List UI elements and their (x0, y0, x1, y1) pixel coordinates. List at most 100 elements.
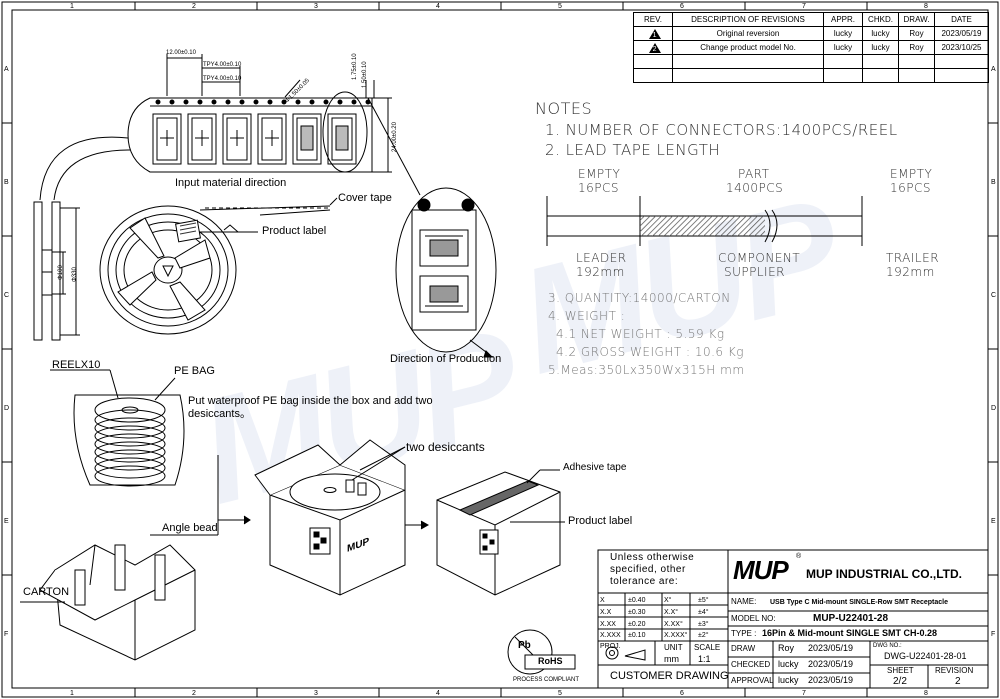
component-label: COMPONENT (718, 251, 801, 265)
rev-number: 1 (652, 31, 657, 39)
carton-sealed (436, 469, 565, 596)
tolerance-note-line3: tolerance are: (610, 576, 679, 587)
grid-col-label: 4 (436, 3, 440, 10)
approval-date: 2023/05/19 (808, 675, 854, 685)
tol-angle-value: ±3° (698, 621, 709, 628)
revision-table: REV. DESCRIPTION OF REVISIONS APPR. CHKD… (633, 12, 989, 83)
dim-24: 24.00±0.20 (392, 122, 398, 152)
tol-x-label: X.X (600, 609, 612, 616)
tol-x-value: ±0.40 (628, 597, 646, 604)
note-line-4-2: 4.2 GROSS WEIGHT : 10.6 Kg (556, 345, 744, 359)
name-label: NAME: (731, 597, 757, 606)
grid-row-label: A (4, 66, 9, 73)
direction-of-production-label: Direction of Production (390, 353, 502, 365)
dim-reel: Φ330 (72, 267, 78, 282)
rohs-badge (507, 629, 576, 675)
supplier-label: SUPPLIER (724, 265, 786, 279)
grid-col-label: 1 (70, 690, 74, 697)
tolerance-note-line2: specified, other (610, 564, 686, 575)
grid-col-label: 1 (70, 3, 74, 10)
tol-x-value: ±0.20 (628, 621, 646, 628)
tol-angle-label: X.XX° (664, 621, 683, 628)
grid-row-label: B (4, 179, 9, 186)
empty-trailer-label: EMPTY (890, 167, 933, 181)
checked-name: lucky (778, 659, 799, 669)
tol-x-value: ±0.30 (628, 609, 646, 616)
adhesive-tape-label: Adhesive tape (563, 462, 627, 473)
sheet-value: 2/2 (893, 676, 907, 687)
reel-front-view (99, 205, 239, 335)
checked-label: CHECKED (731, 660, 771, 669)
grid-col-label: 8 (924, 3, 928, 10)
pe-bag-note-line1: Put waterproof PE bag inside the box and… (188, 395, 433, 407)
model-number: MUP-U22401-28 (813, 613, 889, 624)
grid-col-label: 4 (436, 690, 440, 697)
type-label: TYPE : (731, 629, 757, 638)
draw-name: Roy (778, 643, 795, 653)
proj-label: PROJ. (600, 643, 621, 650)
part-qty: 1400PCS (726, 181, 784, 195)
grid-col-label: 5 (558, 3, 562, 10)
note-line-5: 5.Meas:350Lx350Wx315H mm (548, 363, 745, 377)
tol-angle-value: ±2° (698, 632, 709, 639)
registered-mark-icon: ® (796, 553, 802, 560)
type-value: 16Pin & Mid-mount SINGLE SMT CH-0.28 (762, 628, 938, 638)
grid-col-label: 3 (314, 3, 318, 10)
unit-label: UNIT (664, 643, 683, 652)
grid-col-label: 6 (680, 690, 684, 697)
grid-row-label: C (4, 292, 10, 299)
carton-open-illustration (20, 520, 219, 661)
dim-1-50: 1.50±0.10 (362, 61, 368, 88)
pe-bag-note-line2: desiccants。 (188, 408, 251, 420)
note-line-2: 2. LEAD TAPE LENGTH (545, 141, 721, 159)
cover-tape-label: Cover tape (338, 192, 392, 204)
checked-date: 2023/05/19 (808, 659, 854, 669)
desiccants-label: two desiccants (406, 440, 485, 454)
grid-col-label: 6 (680, 3, 684, 10)
draw-date: 2023/05/19 (808, 643, 854, 653)
note-line-4-1: 4.1 NET WEIGHT : 5.59 Kg (556, 327, 725, 341)
dim-pitch: 12.00±0.10 (166, 50, 196, 56)
empty-trailer-qty: 16PCS (890, 181, 932, 195)
dwg-no-label: DWG NO.: (873, 643, 902, 649)
tol-angle-label: X.XXX° (664, 632, 688, 639)
tolerance-note-line1: Unless otherwise (610, 552, 695, 563)
note-line-1: 1. NUMBER OF CONNECTORS:1400PCS/REEL (545, 121, 898, 139)
leader-length: 192mm (576, 265, 625, 279)
tol-angle-label: X° (664, 597, 672, 604)
company-logo: MUP (733, 555, 789, 585)
leader-label: LEADER (576, 251, 627, 265)
note-line-3: 3. QUANTITY:14000/CARTON (548, 291, 731, 305)
grid-col-label: 7 (802, 3, 806, 10)
connector-zoom-view (395, 187, 497, 358)
grid-row-label: B (991, 179, 996, 186)
dim-hub: Φ100 (58, 265, 64, 280)
grid-col-label: 7 (802, 690, 806, 697)
model-label: MODEL NO: (731, 614, 776, 623)
grid-col-label: 8 (924, 690, 928, 697)
rev-number: 2 (652, 45, 657, 53)
sheet-label: SHEET (887, 666, 914, 675)
grid-row-label: D (991, 405, 997, 412)
notes-title: NOTES (535, 99, 593, 118)
tape-length-diagram (546, 196, 863, 246)
angle-bead-label: Angle bead (162, 522, 218, 534)
product-label-label: Product label (262, 225, 327, 237)
tol-angle-value: ±4° (698, 609, 709, 616)
pe-bag-label: PE BAG (174, 365, 215, 377)
note-line-4: 4. WEIGHT : (548, 309, 626, 323)
dim-tpy-1: TPY4.00±0.10 (203, 62, 242, 68)
grid-col-label: 3 (314, 690, 318, 697)
grid-col-label: 5 (558, 690, 562, 697)
tol-x-label: X.XXX (600, 632, 621, 639)
pe-bag-illustration (50, 369, 185, 487)
pb-free-icon: Pb (518, 640, 531, 651)
grid-row-label: A (991, 66, 996, 73)
scale-label: SCALE (694, 643, 721, 652)
revision-label: REVISION (935, 666, 974, 675)
tol-x-label: X (600, 597, 605, 604)
empty-leader-label: EMPTY (578, 167, 621, 181)
product-name: USB Type C Mid-mount SINGLE-Row SMT Rece… (770, 599, 948, 606)
dim-1-75: 1.75±0.10 (352, 53, 358, 80)
